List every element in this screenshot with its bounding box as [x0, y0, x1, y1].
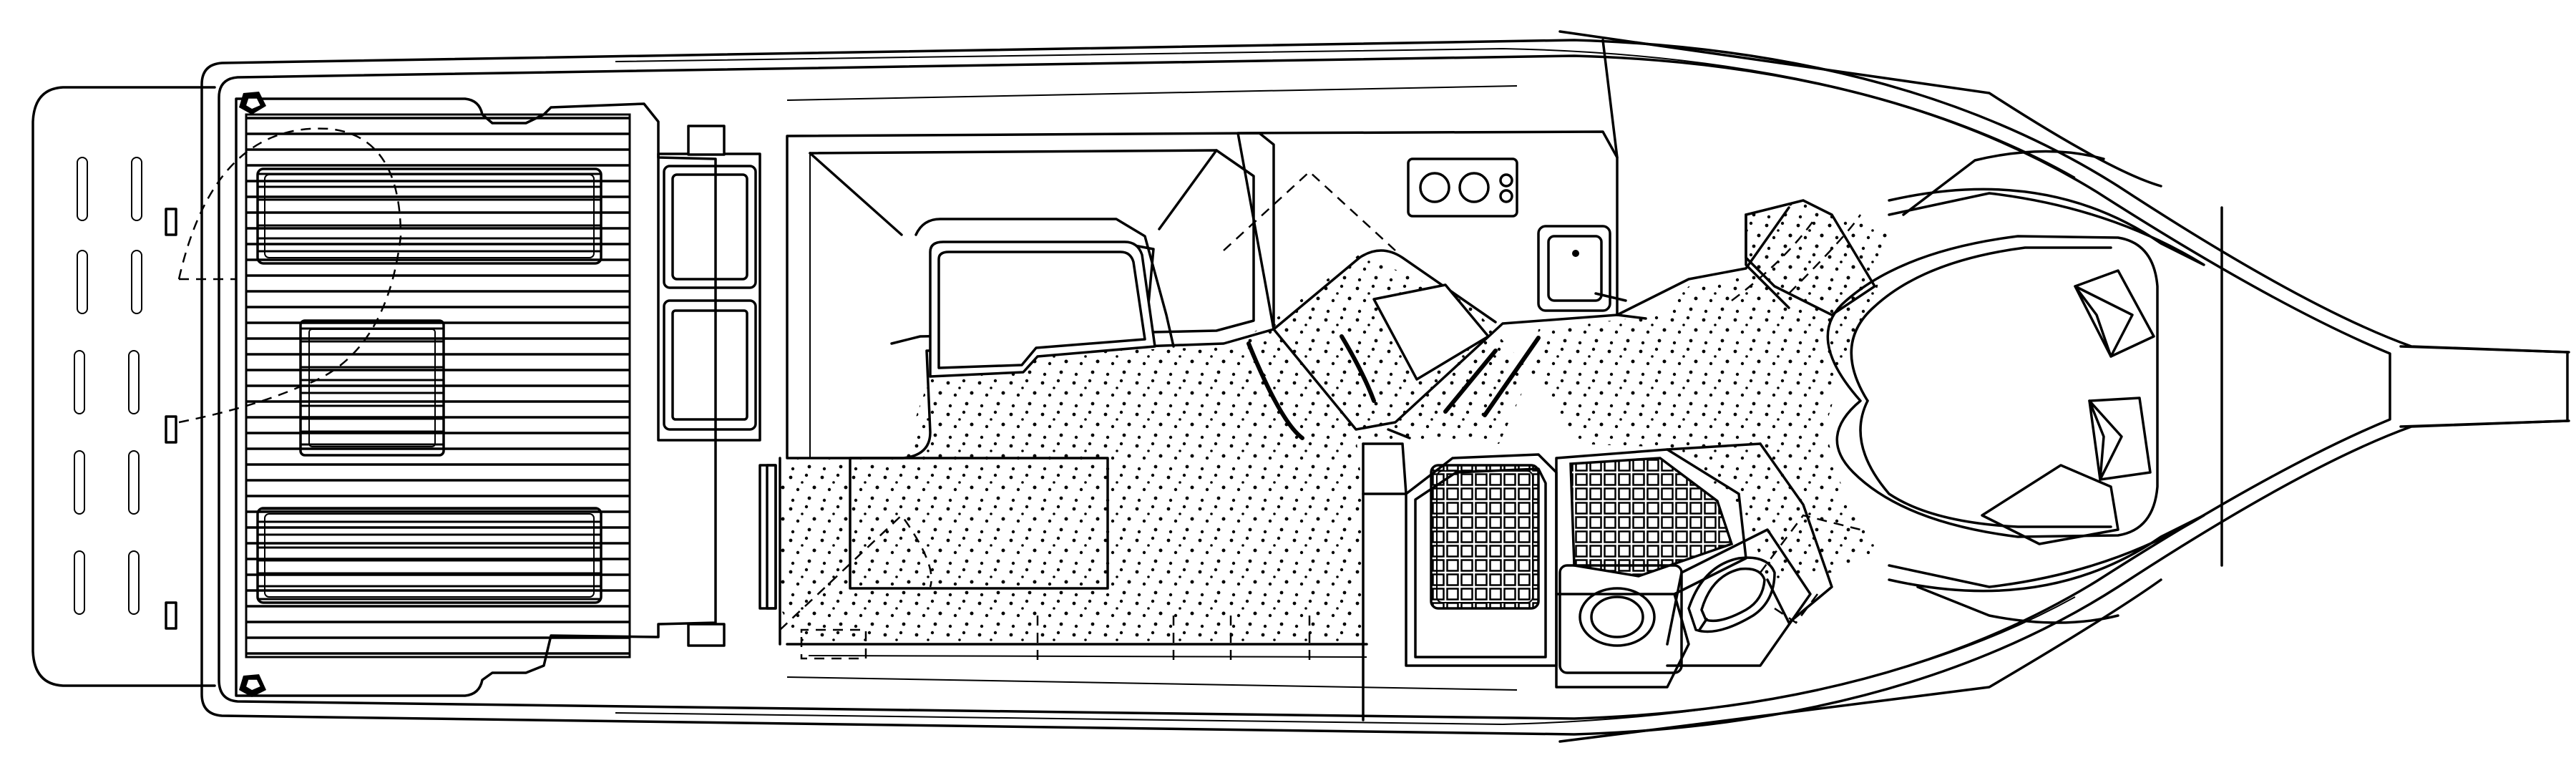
cockpit-seat-lower: [256, 507, 602, 604]
helm-station: [657, 125, 777, 647]
hull-outline: [200, 39, 2569, 736]
toilet[interactable]: [1579, 587, 1656, 647]
bulkhead: [1362, 39, 1647, 721]
cockpit-seat-upper: [256, 167, 602, 265]
head-floor-grate-left: [1430, 464, 1540, 610]
swim-platform-slots: [74, 157, 142, 615]
galley: [1223, 130, 1627, 444]
forward-floor: [1531, 199, 1889, 624]
pillow-upper: [2074, 269, 2155, 358]
forward-stateroom: [1558, 30, 2205, 743]
swim-platform: [31, 86, 216, 687]
head: [1405, 448, 1812, 689]
pillow-lower: [2088, 397, 2152, 481]
salon-carpet: [780, 346, 1363, 644]
bow-pulpit: [2399, 345, 2570, 428]
cockpit: [177, 92, 717, 697]
stove[interactable]: [1407, 157, 1518, 218]
galley-sink[interactable]: [1537, 225, 1611, 312]
salon: [779, 132, 1368, 666]
cockpit-hatch: [299, 319, 445, 457]
v-berth: [1826, 235, 2159, 538]
